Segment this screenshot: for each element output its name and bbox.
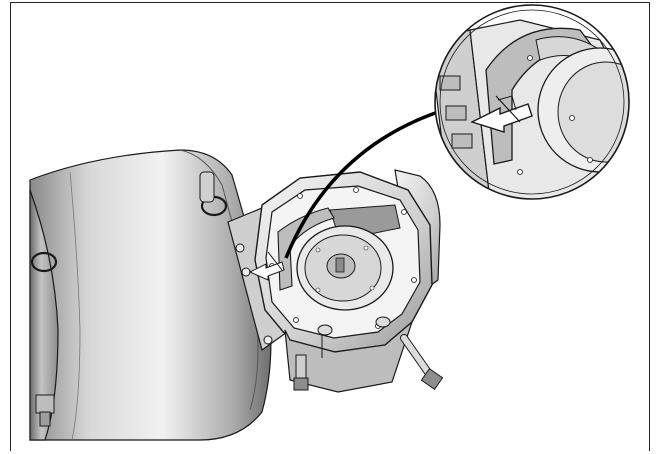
motor-housing — [29, 149, 272, 441]
valve-body — [254, 169, 444, 393]
arrow-indicator-main — [248, 251, 285, 281]
figure-frame — [10, 2, 650, 451]
detail-magnifier — [434, 4, 630, 200]
leader-line — [284, 110, 439, 259]
